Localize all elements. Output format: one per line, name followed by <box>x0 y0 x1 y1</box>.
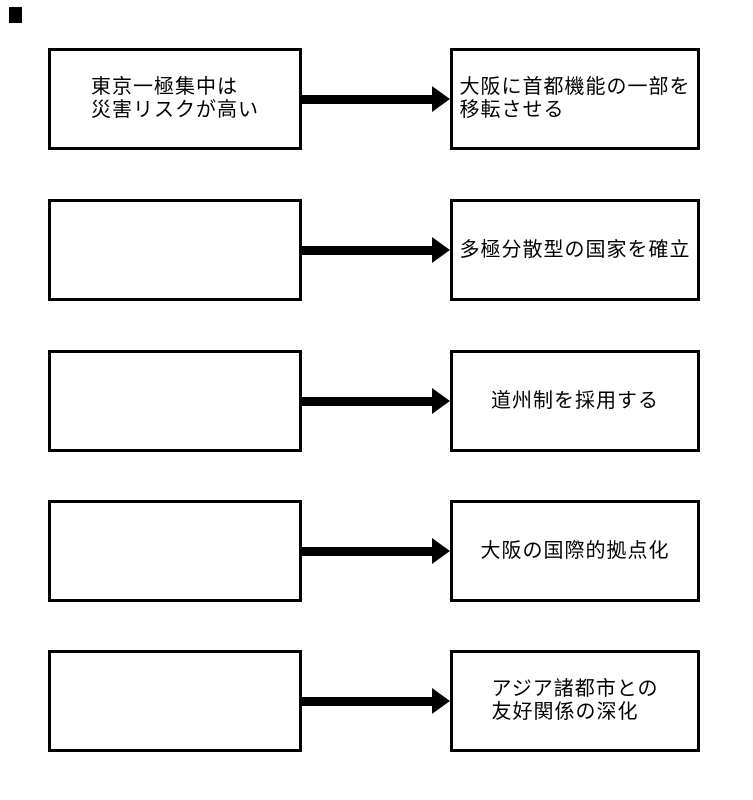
effect-box-4: 大阪の国際的拠点化 <box>450 500 700 602</box>
right-arrow-connector-3 <box>302 350 450 452</box>
effect-box-3: 道州制を採用する <box>450 350 700 452</box>
text-line: 東京一極集中は <box>91 76 238 98</box>
effect-box-3-text: 道州制を採用する <box>491 390 659 413</box>
text-line: アジア諸都市との <box>491 678 659 700</box>
arrow-head-icon <box>432 688 450 714</box>
cause-box-3 <box>48 350 302 452</box>
text-line: 友好関係の深化 <box>491 701 639 723</box>
right-arrow-connector-5 <box>302 650 450 752</box>
diagram-row-2: 多極分散型の国家を確立 <box>0 199 753 301</box>
arrow-head-icon <box>432 388 450 414</box>
cause-box-2 <box>48 199 302 301</box>
arrow-head-icon <box>432 86 450 112</box>
text-line: 道州制を採用する <box>491 389 659 412</box>
arrow-head-icon <box>432 237 450 263</box>
effect-box-2: 多極分散型の国家を確立 <box>450 199 700 301</box>
effect-box-2-text: 多極分散型の国家を確立 <box>460 239 691 262</box>
arrow-head-icon <box>432 538 450 564</box>
cause-box-1: 東京一極集中は 災害リスクが高い <box>48 48 302 150</box>
arrow-shaft <box>302 245 432 255</box>
text-line: 大阪の国際的拠点化 <box>480 539 670 562</box>
arrow-shaft <box>302 696 432 706</box>
text-line: 移転させる <box>459 99 565 121</box>
diagram-row-5: アジア諸都市との 友好関係の深化 <box>0 650 753 752</box>
diagram-row-3: 道州制を採用する <box>0 350 753 452</box>
right-arrow-connector-2 <box>302 199 450 301</box>
diagram-row-1: 東京一極集中は 災害リスクが高い 大阪に首都機能の一部を 移転させる <box>0 48 753 150</box>
effect-box-1-text: 大阪に首都機能の一部を 移転させる <box>460 76 691 122</box>
cause-box-1-text: 東京一極集中は 災害リスクが高い <box>91 76 259 122</box>
effect-box-5-text: アジア諸都市との 友好関係の深化 <box>492 678 659 724</box>
diagram-row-4: 大阪の国際的拠点化 <box>0 500 753 602</box>
right-arrow-connector-4 <box>302 500 450 602</box>
arrow-shaft <box>302 546 432 556</box>
cause-box-5 <box>48 650 302 752</box>
right-arrow-connector-1 <box>302 48 450 150</box>
effect-box-4-text: 大阪の国際的拠点化 <box>481 540 670 563</box>
effect-box-5: アジア諸都市との 友好関係の深化 <box>450 650 700 752</box>
text-line: 多極分散型の国家を確立 <box>459 238 691 261</box>
arrow-shaft <box>302 396 432 406</box>
effect-box-1: 大阪に首都機能の一部を 移転させる <box>450 48 700 150</box>
corner-mark <box>9 7 22 23</box>
cause-box-4 <box>48 500 302 602</box>
text-line: 災害リスクが高い <box>91 99 259 121</box>
text-line: 大阪に首都機能の一部を <box>459 76 691 98</box>
arrow-shaft <box>302 94 432 104</box>
